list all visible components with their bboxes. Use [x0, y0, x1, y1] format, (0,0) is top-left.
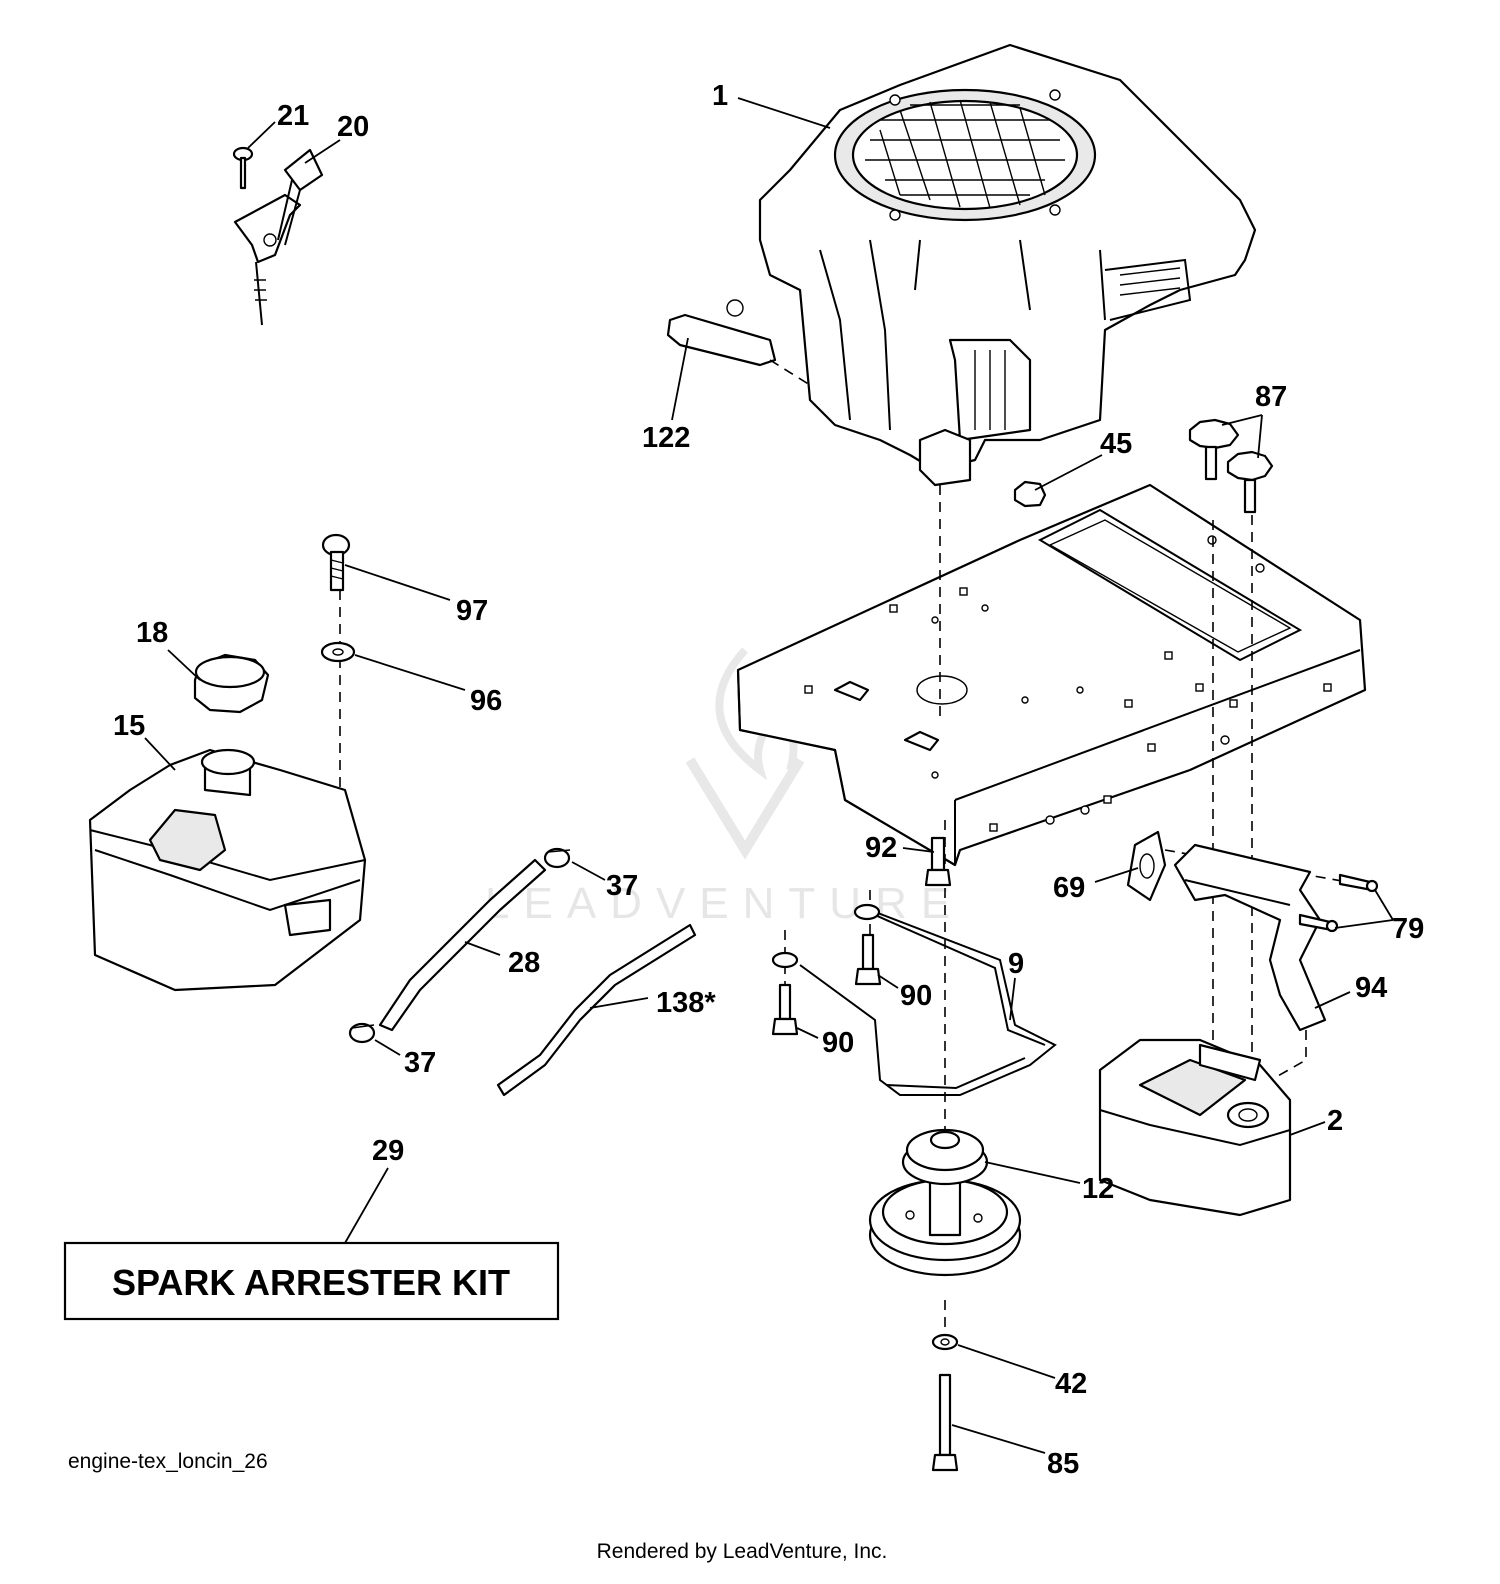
callout-94: 94 [1355, 972, 1387, 1004]
part-15-fuel-tank [88, 748, 367, 992]
callout-42: 42 [1055, 1368, 1087, 1400]
part-96-washer [320, 641, 356, 663]
part-21-bolt [232, 146, 254, 190]
callout-37-top: 37 [606, 870, 638, 902]
callout-15: 15 [113, 710, 145, 742]
callout-90-bottom: 90 [822, 1027, 854, 1059]
callout-79: 79 [1392, 913, 1424, 945]
part-12-pulley [868, 1128, 1022, 1277]
callout-9: 9 [1008, 948, 1024, 980]
callout-92: 92 [865, 832, 897, 864]
callout-20: 20 [337, 111, 369, 143]
spark-arrester-kit-label: SPARK ARRESTER KIT [112, 1262, 510, 1303]
callout-18: 18 [136, 617, 168, 649]
part-122-clip [666, 299, 811, 386]
part-45-nut [1013, 480, 1047, 508]
part-85-bolt [931, 1373, 959, 1472]
callout-85: 85 [1047, 1448, 1079, 1480]
part-42-washer [931, 1333, 959, 1351]
callout-69: 69 [1053, 872, 1085, 904]
drawing-id: engine-tex_loncin_26 [68, 1450, 268, 1473]
part-28-hose [378, 858, 547, 1032]
part-79-screws [1298, 873, 1379, 933]
callout-96: 96 [470, 685, 502, 717]
part-69-gasket [1126, 830, 1167, 902]
part-92-bolt [924, 836, 952, 887]
part-37-clamps [348, 847, 571, 1044]
part-90-bolts [771, 933, 882, 1036]
callout-37-bottom: 37 [404, 1047, 436, 1079]
callout-87: 87 [1255, 381, 1287, 413]
callout-29: 29 [372, 1135, 404, 1167]
leader-lines [144, 97, 1394, 1454]
part-94-exhaust-pipe [1173, 843, 1327, 1032]
callout-97: 97 [456, 595, 488, 627]
callout-2: 2 [1327, 1105, 1343, 1137]
callout-45: 45 [1100, 428, 1132, 460]
part-18-fuel-cap [193, 653, 270, 714]
callout-28: 28 [508, 947, 540, 979]
part-138-hose [496, 923, 697, 1097]
engine [758, 43, 1257, 487]
frame [736, 483, 1367, 867]
callout-21: 21 [277, 100, 309, 132]
callout-90-top: 90 [900, 980, 932, 1012]
part-20-throttle-bracket [233, 148, 324, 326]
footer-credit: Rendered by LeadVenture, Inc. [597, 1540, 888, 1563]
watermark: LEADVENTURE [485, 647, 964, 928]
callout-12: 12 [1082, 1173, 1114, 1205]
part-9-bracket [771, 903, 1057, 1096]
callout-138: 138* [656, 987, 716, 1019]
spark-arrester-kit-box: SPARK ARRESTER KIT [63, 1241, 560, 1321]
callout-122: 122 [642, 422, 690, 454]
callout-labels: 1 2 9 12 15 18 20 21 28 29 37 37 42 45 6… [113, 80, 1424, 1480]
callout-1: 1 [712, 80, 728, 112]
part-97-screw [321, 533, 351, 592]
part-87-knobs [1188, 418, 1274, 514]
part-2-muffler [1098, 1038, 1292, 1217]
watermark-text: LEADVENTURE [485, 879, 964, 928]
